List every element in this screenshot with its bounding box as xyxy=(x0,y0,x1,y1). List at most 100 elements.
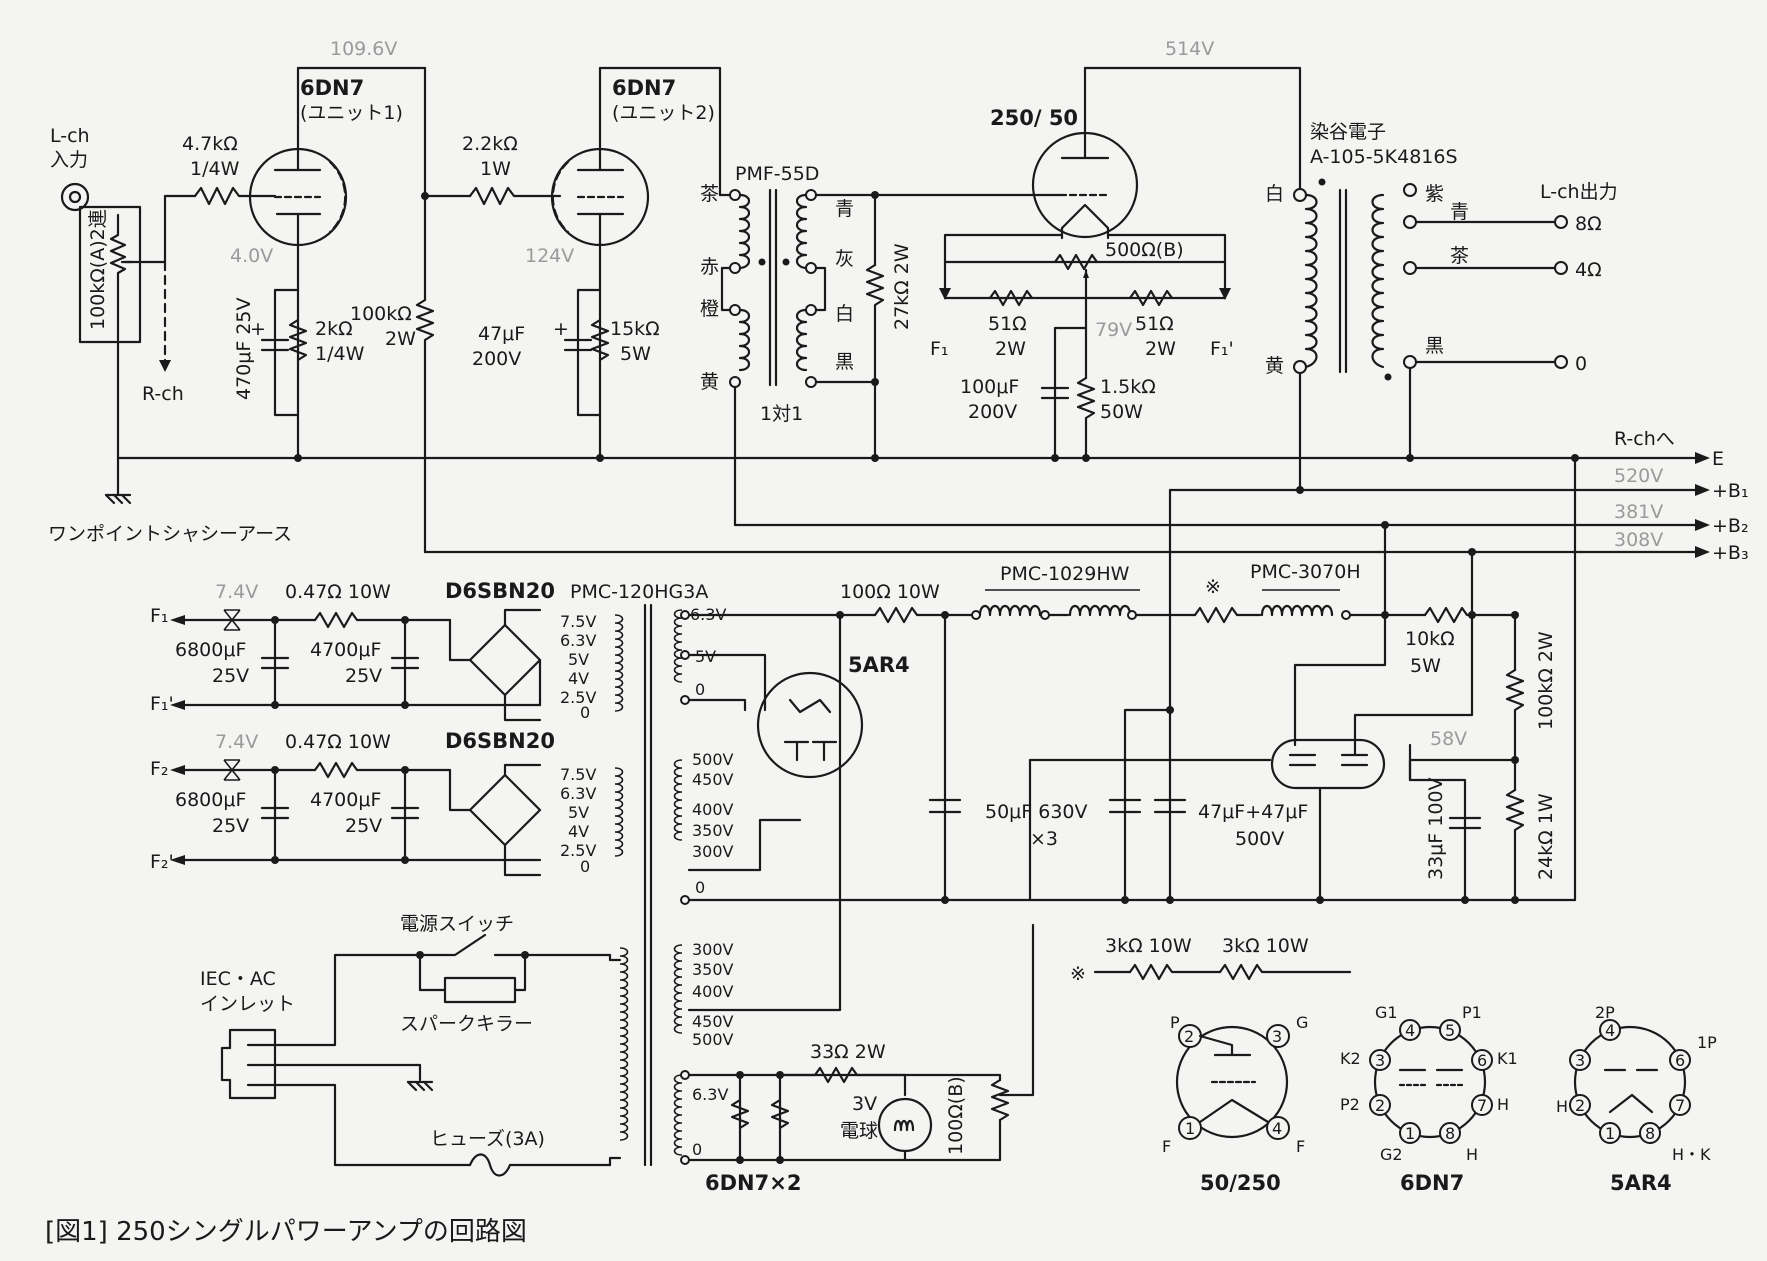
hv-tap-3: 350V xyxy=(692,821,734,840)
h2-c2: 4700μF xyxy=(310,789,381,811)
p5-pin-2p: 2P xyxy=(1595,1003,1615,1022)
p6-pin-p2: P2 xyxy=(1340,1095,1360,1114)
p5-pin-1p: 1P xyxy=(1697,1033,1717,1052)
r-plate1-watt: 2W xyxy=(385,328,416,350)
heater-supply-2: F₂ F₂' 7.4V 0.47Ω 10W 6800μF 25V 4700μF … xyxy=(150,729,555,877)
choke2-name: PMC-3070H xyxy=(1250,561,1361,583)
iec-inlet-icon xyxy=(220,1028,277,1100)
h2-tap-2: 5V xyxy=(568,803,589,822)
rect-tap-1: 5V xyxy=(695,647,716,666)
h1-tap-5: 0 xyxy=(580,703,590,722)
tube1-cathode-voltage: 4.0V xyxy=(230,245,273,267)
opt-s-purple: 紫 xyxy=(1425,183,1444,205)
hv-tap-0: 500V xyxy=(692,750,734,769)
ptrans-name: PMC-120HG3A xyxy=(570,581,708,603)
opt-p-white: 白 xyxy=(1265,183,1284,205)
r-supply2-w: 5W xyxy=(1410,655,1441,677)
h1-tap-0: 7.5V xyxy=(560,612,596,631)
bias-voltage: 79V xyxy=(1095,319,1132,341)
prim-tap-3: 450V xyxy=(692,1012,734,1031)
svg-text:8: 8 xyxy=(1645,1124,1655,1143)
opt-s-black: 黒 xyxy=(1425,335,1444,357)
opt-maker: 染谷電子 xyxy=(1310,121,1386,143)
r-bias-value: 1.5kΩ xyxy=(1100,376,1156,398)
h2-c1: 6800μF xyxy=(175,789,246,811)
volume-pot-box xyxy=(78,205,142,344)
c-supply3: 33μF 100V xyxy=(1425,778,1447,881)
power-tube-type: 250/ 50 xyxy=(990,106,1078,130)
c-supply1: 50μF 630V xyxy=(985,801,1088,823)
c-cath2-value: 47μF xyxy=(478,323,525,345)
note-star: ※ 3kΩ 10W 3kΩ 10W xyxy=(1070,935,1352,985)
svg-text:8: 8 xyxy=(1445,1124,1455,1143)
svg-text:3: 3 xyxy=(1272,1027,1282,1046)
heat-tap-0: 6.3V xyxy=(692,1085,728,1104)
rail2-label: +B₂ xyxy=(1712,515,1749,537)
h1-tap-4: 2.5V xyxy=(560,688,596,707)
p50-name: 50/250 xyxy=(1200,1171,1281,1195)
svg-text:7: 7 xyxy=(1477,1096,1487,1115)
power-transformer: PMC-120HG3A 7.5V 6.3V 5V 4V 2.5V 0 7.5V … xyxy=(560,581,1577,1167)
svg-text:3: 3 xyxy=(1575,1051,1585,1070)
note-mark: ※ xyxy=(1070,963,1086,985)
r-a-value: 51Ω xyxy=(988,313,1027,335)
rect-tube: 5AR4 xyxy=(848,653,910,677)
ground-label: ワンポイントシャシーアース xyxy=(48,523,292,545)
tube1-plate-voltage: 109.6V xyxy=(330,38,397,60)
power-tube: 250/ 50 514V 500Ω(B) F₁ F₁' 51Ω 2W 51Ω 2… xyxy=(930,38,1302,462)
p6-pin-k1: K1 xyxy=(1497,1049,1518,1068)
r-grid2-watt: 1W xyxy=(480,158,511,180)
h2-f: F₂ xyxy=(150,758,169,780)
mark-star: ※ xyxy=(1205,576,1221,598)
prim-tap-1: 350V xyxy=(692,960,734,979)
c-supply1-n: ×3 xyxy=(1030,828,1058,850)
rect-tube-envelope xyxy=(756,671,864,779)
c-supply2: 47μF+47μF xyxy=(1198,801,1308,823)
c-supply2-w: 500V xyxy=(1235,828,1284,850)
hv-tap-4: 300V xyxy=(692,842,734,861)
inter-ratio: 1対1 xyxy=(760,403,803,425)
r-supply4: 24kΩ 1W xyxy=(1535,793,1557,880)
prim-tap-0: 300V xyxy=(692,940,734,959)
svg-text:4: 4 xyxy=(1605,1021,1615,1040)
volume-pot-resistor xyxy=(109,213,127,342)
h1-tap-3: 4V xyxy=(568,669,589,688)
opt-out-8: 8Ω xyxy=(1575,213,1602,235)
ground-icon xyxy=(104,493,132,505)
figure-caption: [図1] 250シングルパワーアンプの回路図 xyxy=(45,1217,527,1247)
svg-text:2: 2 xyxy=(1184,1027,1194,1046)
b-plus-filter: 5AR4 100Ω 10W PMC-1029HW ※ PMC-3070H xyxy=(687,561,1557,1097)
prim-tap-2: 400V xyxy=(692,982,734,1001)
rail1-label: +B₁ xyxy=(1712,480,1749,502)
r-heat: 33Ω 2W xyxy=(810,1041,886,1063)
h2-bridge: D6SBN20 xyxy=(445,729,555,753)
rail3-label: +B₃ xyxy=(1712,542,1749,564)
svg-text:+: + xyxy=(553,318,569,340)
inter-r4: 黒 xyxy=(835,351,854,373)
r-bias-watt: 50W xyxy=(1100,401,1143,423)
rail-e-label: E xyxy=(1712,448,1724,470)
r-load-label: 27kΩ 2W xyxy=(891,243,913,330)
svg-text:1: 1 xyxy=(1605,1124,1615,1143)
hv-tap-2: 400V xyxy=(692,800,734,819)
h2-fp: F₂' xyxy=(150,851,174,873)
p6-pin-p1: P1 xyxy=(1462,1003,1482,1022)
rail2-voltage: 381V xyxy=(1614,501,1663,523)
switch-label: 電源スイッチ xyxy=(400,913,514,935)
inlet-label-1: IEC・AC xyxy=(200,968,276,990)
r-cath1-value: 2kΩ xyxy=(315,318,353,340)
p6-pin-h1: H xyxy=(1497,1095,1509,1114)
h1-resistor: 0.47Ω 10W xyxy=(285,581,391,603)
opt-s-blue: 青 xyxy=(1450,201,1469,223)
hv-zero: 0 xyxy=(695,878,705,897)
opt-out-title: L-ch出力 xyxy=(1540,181,1618,203)
note-r1: 3kΩ 10W xyxy=(1105,935,1192,957)
tube1-type: 6DN7 xyxy=(300,76,364,100)
inter-l4: 黄 xyxy=(700,371,719,393)
svg-text:5: 5 xyxy=(1445,1021,1455,1040)
inter-r1: 青 xyxy=(835,198,854,220)
f1-label: F₁ xyxy=(930,338,949,360)
input-label-2: 入力 xyxy=(50,149,88,171)
